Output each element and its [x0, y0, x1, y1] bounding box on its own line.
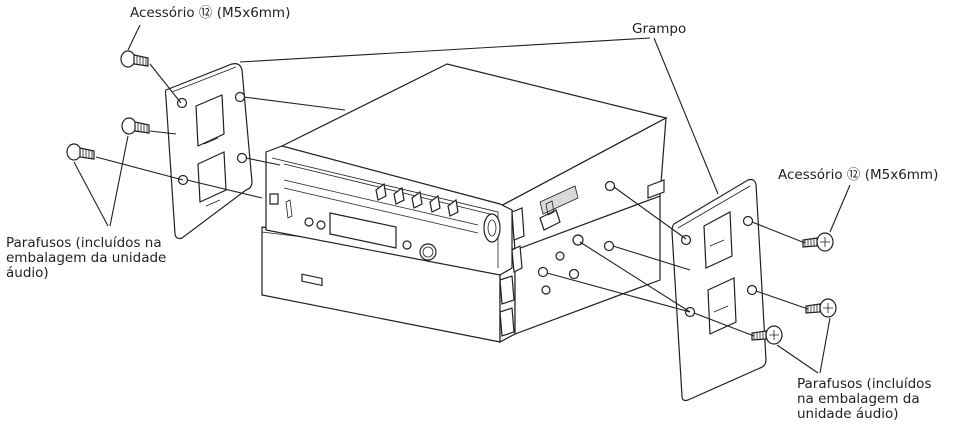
display-window	[329, 212, 397, 249]
button-round-3	[402, 240, 412, 250]
alignment-lines	[73, 24, 851, 374]
button-small	[301, 273, 323, 287]
screw-right-top	[802, 232, 834, 252]
volume-knob	[419, 243, 437, 261]
screw-lower-left	[66, 143, 95, 161]
label-accessory-right: Acessório ⑫ (M5x6mm)	[778, 167, 939, 183]
screw-right-middle	[805, 298, 837, 318]
label-screws-left: Parafusos (incluídos na embalagem da uni…	[6, 235, 167, 281]
audio-unit	[261, 63, 668, 343]
label-bracket: Grampo	[632, 21, 687, 37]
side-connector	[539, 185, 579, 215]
screw-top-left	[120, 50, 149, 68]
left-bracket-plate	[164, 63, 253, 240]
screw-right-bottom	[751, 325, 783, 345]
screw-middle-left	[121, 117, 150, 135]
label-screws-right: Parafusos (incluídos na embalagem da uni…	[797, 376, 932, 422]
button-round-1	[304, 217, 314, 227]
right-bracket	[671, 178, 767, 402]
unit-front	[265, 145, 513, 276]
left-bracket	[164, 63, 253, 240]
button-round-2	[316, 220, 326, 230]
label-accessory-top-left: Acessório ⑫ (M5x6mm)	[130, 5, 291, 21]
